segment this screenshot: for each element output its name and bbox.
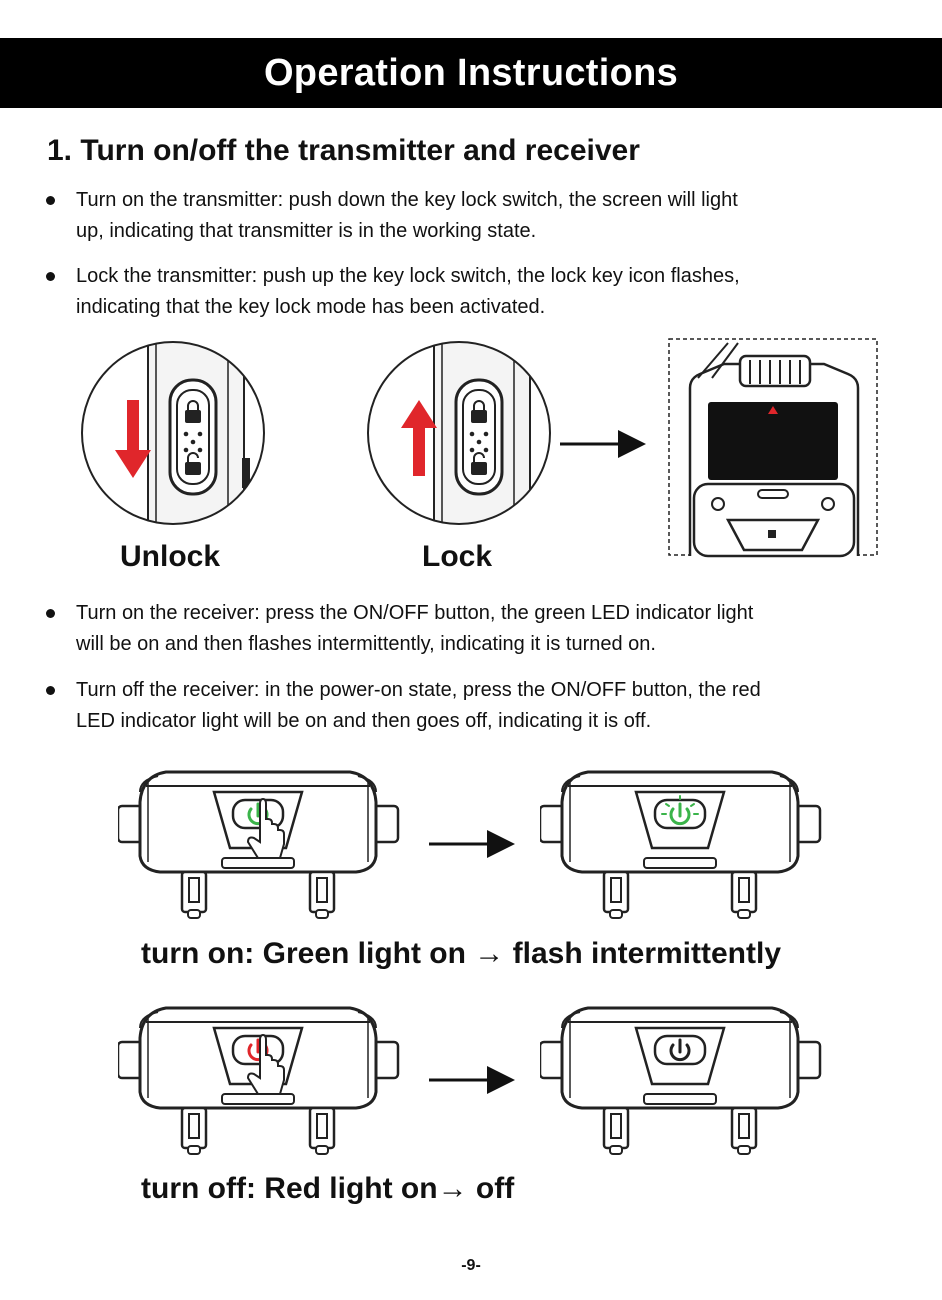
receiver-flash-green-figure — [540, 770, 822, 920]
unlock-icon — [185, 452, 201, 475]
lock-label: Lock — [422, 540, 493, 573]
right-arrow-icon — [429, 1066, 515, 1094]
unlock-switch-figure — [81, 341, 265, 525]
bullet-line: Turn on the transmitter: push down the k… — [76, 189, 738, 211]
right-arrow-icon — [429, 830, 515, 858]
bullet-line: LED indicator light will be on and then … — [76, 710, 652, 732]
right-arrow-icon — [560, 430, 646, 458]
page-number: -9- — [461, 1257, 481, 1274]
page-title: Operation Instructions — [263, 51, 679, 94]
bullet-line: Turn off the receiver: in the power-on s… — [76, 679, 761, 701]
bullet-transmitter-on: Turn on the transmitter: push down the k… — [46, 185, 904, 247]
power-icon — [669, 802, 691, 826]
bullet-line: Lock the transmitter: push up the key lo… — [76, 265, 740, 287]
receiver-off-figure — [540, 1006, 822, 1156]
bullet-receiver-off: Turn off the receiver: in the power-on s… — [46, 675, 904, 737]
bullet-line: will be on and then flashes intermittent… — [76, 633, 656, 655]
turn-off-caption: turn off: Red light on→ off — [141, 1172, 515, 1205]
bullet-dot-icon — [46, 272, 55, 281]
bullet-line: indicating that the key lock mode has be… — [76, 296, 546, 318]
receiver-press-green-figure — [118, 770, 400, 920]
receiver-press-red-figure — [118, 1006, 400, 1156]
bullet-dot-icon — [46, 686, 55, 695]
lock-icon — [185, 400, 201, 423]
bullet-transmitter-lock: Lock the transmitter: push up the key lo… — [46, 261, 904, 323]
bullet-receiver-on: Turn on the receiver: press the ON/OFF b… — [46, 598, 904, 660]
header-bar: Operation Instructions — [0, 38, 942, 108]
section-heading: 1. Turn on/off the transmitter and recei… — [47, 134, 640, 167]
up-arrow-icon — [401, 400, 437, 476]
bullet-dot-icon — [46, 609, 55, 618]
bullet-line: Turn on the receiver: press the ON/OFF b… — [76, 602, 754, 624]
power-icon — [669, 1038, 691, 1062]
down-arrow-icon — [115, 400, 151, 478]
bullet-line: up, indicating that transmitter is in th… — [76, 220, 537, 242]
bullet-dot-icon — [46, 196, 55, 205]
turn-on-caption: turn on: Green light on → flash intermit… — [141, 937, 782, 970]
lock-switch-figure — [367, 341, 551, 525]
transmitter-screen-figure — [668, 338, 878, 558]
unlock-label: Unlock — [120, 540, 221, 573]
